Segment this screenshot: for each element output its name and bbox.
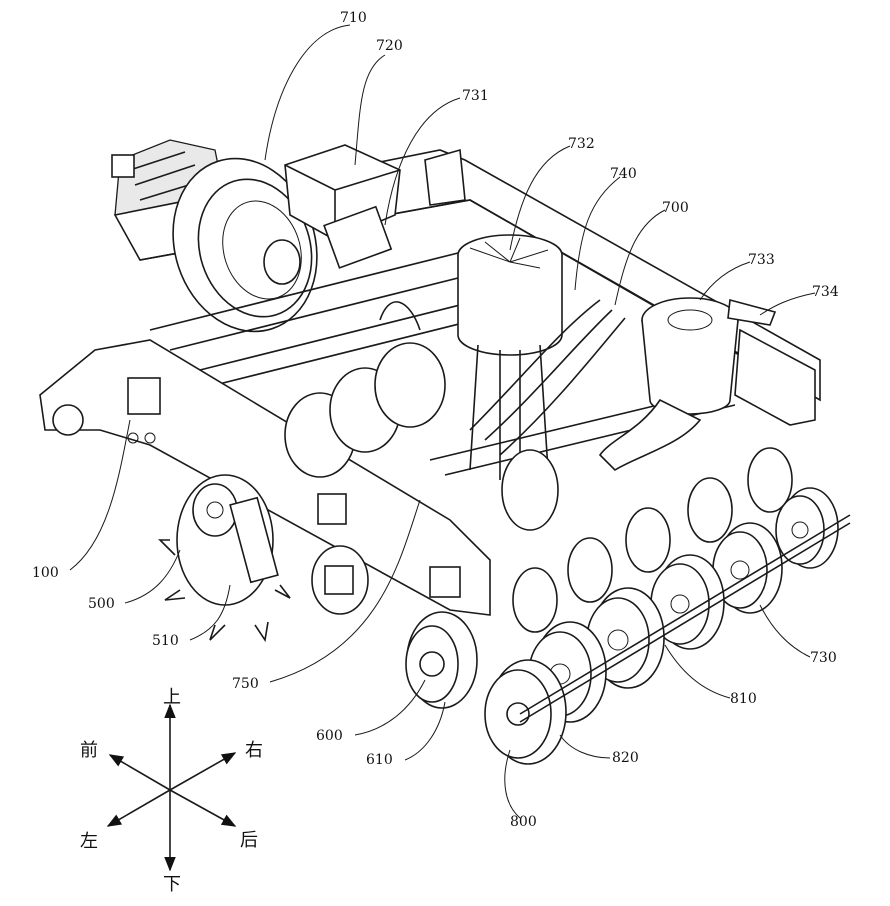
direction-up-label: 上 bbox=[163, 687, 181, 708]
callout-740: 740 bbox=[610, 166, 637, 182]
arrow-back bbox=[170, 790, 235, 826]
callout-510: 510 bbox=[152, 633, 179, 649]
callout-734: 734 bbox=[812, 284, 839, 300]
direction-back-label: 后 bbox=[240, 830, 258, 851]
callout-720: 720 bbox=[376, 38, 403, 54]
callout-700: 700 bbox=[662, 200, 689, 216]
callout-500: 500 bbox=[88, 596, 115, 612]
callout-750: 750 bbox=[232, 676, 259, 692]
callout-610: 610 bbox=[366, 752, 393, 768]
arrow-left bbox=[108, 790, 170, 826]
direction-front-label: 前 bbox=[80, 740, 98, 761]
callout-733: 733 bbox=[748, 252, 775, 268]
direction-left-label: 左 bbox=[80, 831, 98, 852]
callout-820: 820 bbox=[612, 750, 639, 766]
direction-indicator: 上 下 前 后 左 右 bbox=[80, 687, 263, 895]
callout-600: 600 bbox=[316, 728, 343, 744]
callout-810: 810 bbox=[730, 691, 757, 707]
callout-100: 100 bbox=[32, 565, 59, 581]
callout-732: 732 bbox=[568, 136, 595, 152]
callout-710: 710 bbox=[340, 10, 367, 26]
callout-731: 731 bbox=[462, 88, 489, 104]
drum-732 bbox=[458, 235, 562, 480]
machine-assembly bbox=[40, 140, 850, 764]
callout-800: 800 bbox=[510, 814, 537, 830]
arrow-front bbox=[110, 755, 170, 790]
callout-730: 730 bbox=[810, 650, 837, 666]
direction-right-label: 右 bbox=[245, 740, 263, 761]
front-hub bbox=[312, 546, 368, 614]
arrow-right bbox=[170, 753, 235, 790]
direction-down-label: 下 bbox=[163, 874, 181, 895]
